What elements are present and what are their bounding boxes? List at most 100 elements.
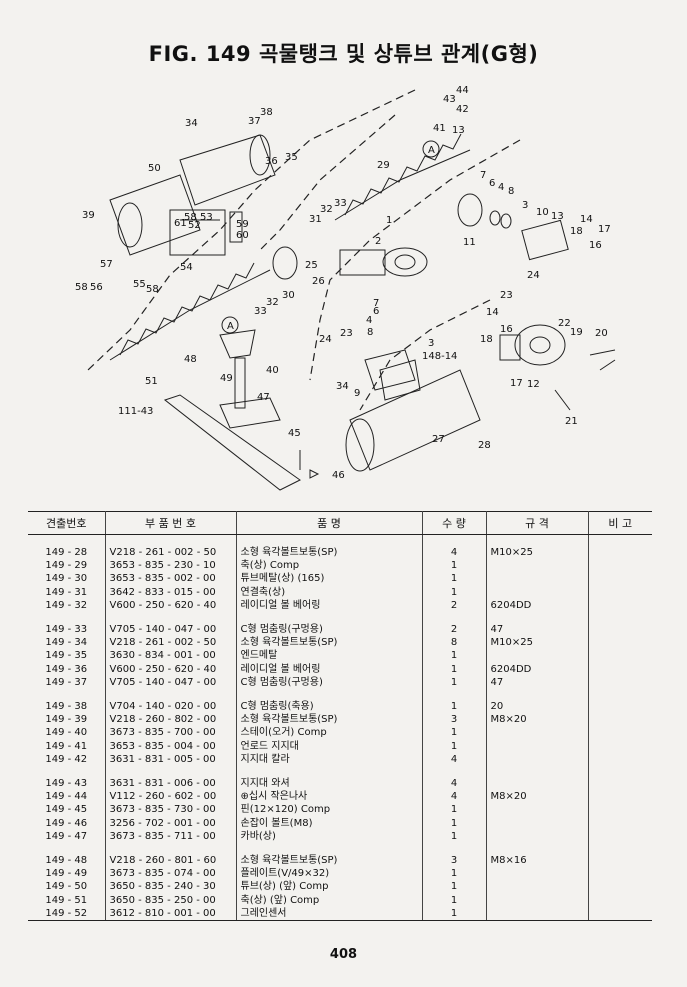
svg-text:19: 19 [570,327,583,338]
cell-note [588,663,652,676]
spacer-cell [422,689,487,701]
svg-text:38: 38 [260,107,273,118]
cell-qty: 4 [422,777,487,791]
svg-text:36: 36 [265,156,278,167]
svg-text:11: 11 [463,237,476,248]
cell-qty: 1 [422,675,487,690]
svg-text:2: 2 [375,236,381,247]
exploded-parts-diagram: A A 44 43 42 41 13 34 37 38 36 35 50 29 … [70,80,650,500]
cell-name: 손잡이 볼트(M8) [236,816,423,830]
spacer-cell [105,843,237,855]
cell-qty: 1 [422,726,487,740]
spacer-cell [486,534,589,546]
svg-text:7: 7 [480,170,486,181]
cell-qty: 1 [422,803,487,817]
stay-and-cover [163,329,301,491]
cell-part-no: 3650 - 835 - 250 - 00 [105,893,237,907]
svg-text:14: 14 [580,214,593,225]
cell-no: 149 - 28 [28,546,106,560]
spacer-cell [588,843,652,854]
cell-note [588,803,652,816]
cell-name: 축(상) (앞) Comp [236,893,423,907]
svg-text:3: 3 [522,200,528,211]
cell-no: 149 - 50 [28,880,106,894]
cell-no: 149 - 35 [28,649,106,663]
cell-no: 149 - 40 [28,726,106,740]
group-spacer [28,843,652,855]
cell-no: 149 - 44 [28,790,106,804]
marker-a-lower [221,316,239,334]
svg-text:28: 28 [478,440,491,451]
svg-text:13: 13 [551,211,564,222]
svg-text:16: 16 [500,324,513,335]
svg-text:20: 20 [595,328,608,339]
cell-name: 레이디얼 볼 베어링 [236,662,423,676]
cell-spec [486,649,589,663]
svg-text:33: 33 [254,306,267,317]
cell-note [588,586,652,599]
cell-no: 149 - 36 [28,662,106,676]
spacer-cell [588,689,652,700]
assembly-dashed-lines [87,89,521,411]
svg-text:58: 58 [146,284,159,295]
svg-text:A: A [428,145,435,156]
svg-text:8: 8 [367,327,373,338]
spacer-cell [236,766,423,778]
cell-qty: 2 [422,623,487,637]
cell-no: 149 - 48 [28,854,106,868]
cell-note [588,753,652,766]
cell-spec [486,752,589,767]
cell-name: C형 멈춤링(축용) [236,700,423,714]
cell-part-no: 3653 - 835 - 230 - 10 [105,559,237,573]
svg-text:42: 42 [456,104,469,115]
svg-text:55: 55 [133,279,146,290]
cell-part-no: 3650 - 835 - 240 - 30 [105,880,237,894]
spacer-cell [422,766,487,778]
cell-note [588,830,652,843]
cell-spec [486,829,589,844]
page-number: 408 [329,947,358,962]
spacer-cell [28,766,106,778]
spacer-cell [422,843,487,855]
cell-no: 149 - 41 [28,739,106,753]
cell-qty: 2 [422,598,487,613]
cell-part-no: 3256 - 702 - 001 - 00 [105,816,237,830]
cell-qty: 1 [422,829,487,844]
cell-spec: M8×16 [486,854,589,868]
cell-spec [486,893,589,907]
group-spacer [28,689,652,701]
handle-bolt [299,450,320,479]
cell-note [588,676,652,689]
cell-qty: 3 [422,854,487,868]
cell-spec [486,559,589,573]
svg-text:60: 60 [236,230,249,241]
cell-name: 소형 육각볼트보통(SP) [236,546,423,560]
spacer-cell [588,612,652,623]
cell-name: 스테이(오거) Comp [236,726,423,740]
svg-text:56: 56 [90,282,103,293]
cell-qty: 1 [422,739,487,753]
cell-spec [486,816,589,830]
spacer-cell [486,843,589,855]
svg-text:1: 1 [386,215,392,226]
cell-note [588,880,652,893]
cell-note [588,700,652,713]
cell-no: 149 - 51 [28,893,106,907]
cell-name: 튜브(상) (앞) Comp [236,880,423,894]
cell-name: C형 멈춤링(구멍용) [236,623,423,637]
cell-part-no: 3673 - 835 - 074 - 00 [105,867,237,881]
cell-spec: 6204DD [486,662,589,676]
svg-text:25: 25 [305,260,318,271]
svg-text:44: 44 [456,85,469,96]
svg-text:3: 3 [428,338,434,349]
cell-name: 소형 육각볼트보통(SP) [236,713,423,727]
